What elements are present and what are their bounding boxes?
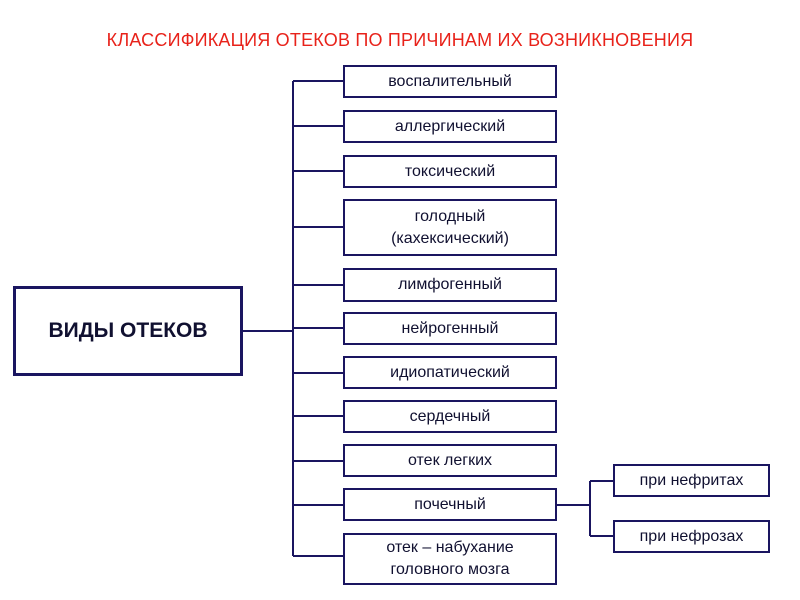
type-box-idiopathic: идиопатический bbox=[343, 356, 557, 389]
type-box-allergic: аллергический bbox=[343, 110, 557, 143]
type-box-cerebral: отек – набухание головного мозга bbox=[343, 533, 557, 585]
type-box-cardiac: сердечный bbox=[343, 400, 557, 433]
type-box-renal: почечный bbox=[343, 488, 557, 521]
type-box-inflammatory: воспалительный bbox=[343, 65, 557, 98]
root-box-edema-types: ВИДЫ ОТЕКОВ bbox=[13, 286, 243, 376]
diagram-title: КЛАССИФИКАЦИЯ ОТЕКОВ ПО ПРИЧИНАМ ИХ ВОЗН… bbox=[106, 30, 694, 50]
type-box-pulmonary: отек легких bbox=[343, 444, 557, 477]
renal-subtype-nephrosis: при нефрозах bbox=[613, 520, 770, 553]
type-box-hunger: голодный (кахексический) bbox=[343, 199, 557, 256]
type-box-lymphogenic: лимфогенный bbox=[343, 268, 557, 302]
renal-subtype-nephritis: при нефритах bbox=[613, 464, 770, 497]
type-box-neurogenic: нейрогенный bbox=[343, 312, 557, 345]
type-box-toxic: токсический bbox=[343, 155, 557, 188]
